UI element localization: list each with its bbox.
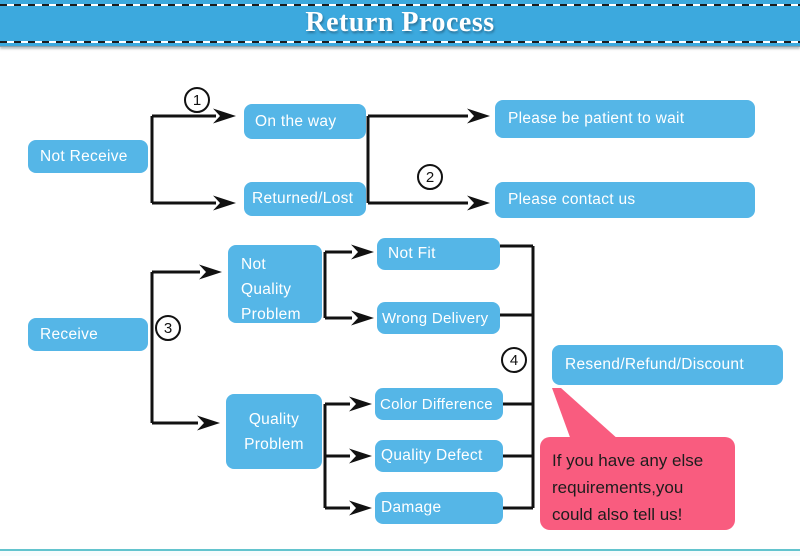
speech-bubble-line: could also tell us!: [552, 505, 683, 524]
arrowhead: [351, 310, 374, 326]
speech-bubble-line: requirements,you: [552, 478, 684, 497]
arrowhead: [351, 244, 374, 260]
step-badge-3: 3: [155, 315, 181, 341]
arrowhead: [467, 195, 490, 211]
page-title: Return Process: [305, 7, 495, 38]
node-not-fit: Not Fit: [377, 238, 500, 270]
node-please-contact-us: Please contact us: [495, 182, 755, 218]
node-not-quality-problem: Not Quality Problem: [228, 245, 322, 323]
arrowhead: [197, 415, 220, 431]
node-quality-defect: Quality Defect: [375, 440, 503, 472]
arrowhead: [349, 448, 372, 464]
branch-receive: [150, 264, 222, 431]
node-wrong-delivery: Wrong Delivery: [377, 302, 500, 334]
node-on-the-way: On the way: [244, 104, 366, 139]
arrowhead: [349, 396, 372, 412]
arrowhead: [349, 500, 372, 516]
node-resend-refund-discount: Resend/Refund/Discount: [552, 345, 783, 385]
arrowhead: [213, 108, 236, 124]
speech-bubble-line: If you have any else: [552, 451, 704, 470]
arrowhead: [213, 195, 236, 211]
node-please-be-patient: Please be patient to wait: [495, 100, 755, 138]
node-color-difference: Color Difference: [375, 388, 503, 420]
node-damage: Damage: [375, 492, 503, 524]
branch-quality-problem: [323, 396, 372, 516]
node-not-receive: Not Receive: [28, 140, 148, 173]
arrowhead: [467, 108, 490, 124]
speech-bubble: If you have any else requirements,you co…: [540, 437, 735, 530]
branch-not-quality-problem: [323, 244, 374, 326]
header-banner: Return Process: [0, 0, 800, 47]
collector-line: [500, 244, 535, 510]
branch-not-receive: [150, 108, 236, 211]
stitch-dashed-line-top: [0, 4, 800, 6]
step-badge-1: 1: [184, 87, 210, 113]
node-quality-problem: Quality Problem: [226, 394, 322, 469]
stitch-dashed-line-bottom: [0, 41, 800, 43]
footer-strip: [0, 551, 800, 556]
arrowhead: [199, 264, 222, 280]
footer-divider-line: [0, 549, 800, 551]
node-receive: Receive: [28, 318, 148, 351]
step-badge-2: 2: [417, 164, 443, 190]
step-badge-4: 4: [501, 347, 527, 373]
node-returned-lost: Returned/Lost: [244, 182, 366, 216]
branch-top-results: [366, 108, 490, 211]
